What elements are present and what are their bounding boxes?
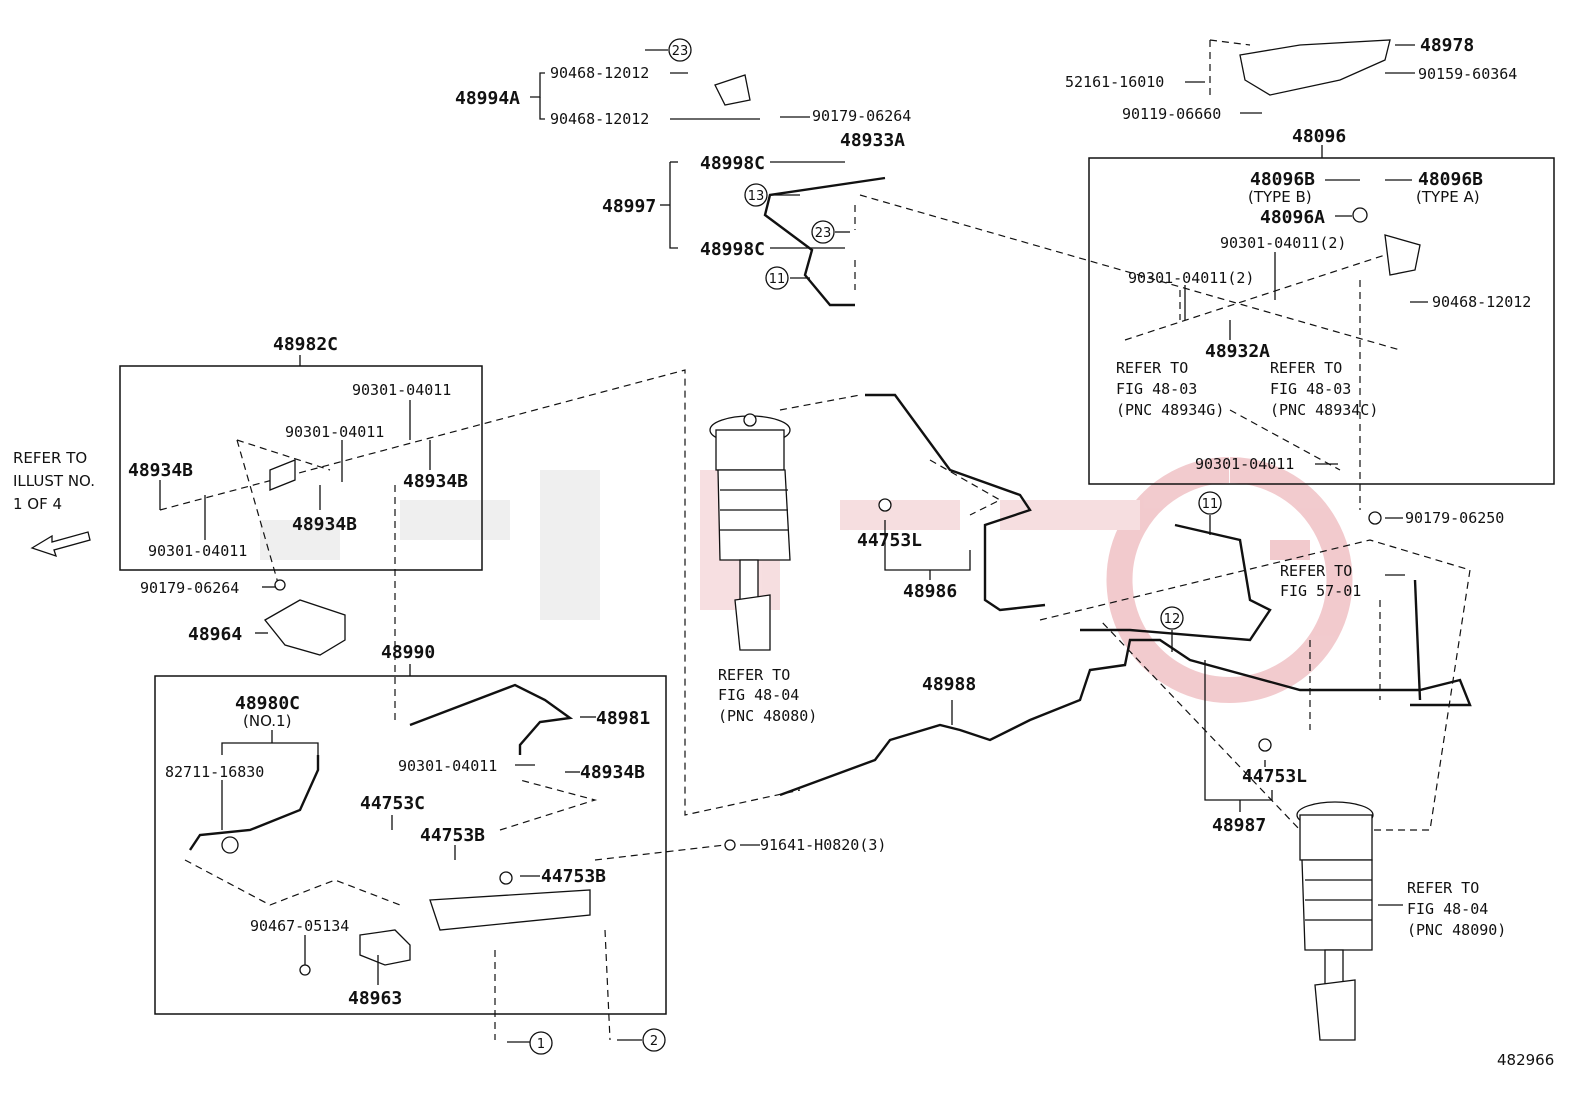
circle-13: 13	[748, 189, 765, 204]
label-90301-04011-l3: 90301-04011	[148, 542, 247, 560]
ref-48090-2: FIG 48-04	[1407, 900, 1488, 918]
label-90179-06264-l: 90179-06264	[140, 579, 239, 597]
ref-48934G-1: REFER TO	[1116, 359, 1188, 377]
ref-48080-3: (PNC 48080)	[718, 707, 817, 725]
label-90301-04011-2a: 90301-04011(2)	[1220, 234, 1346, 252]
label-90468-12012-b: 90468-12012	[550, 110, 649, 128]
callout-numbers: 23 13 23 11 11 12 1 2	[537, 44, 1218, 1052]
circle-23b: 23	[815, 226, 832, 241]
label-44753B-a: 44753B	[420, 825, 485, 846]
ref-illust-1: REFER TO	[13, 449, 87, 467]
rear-strut-right	[1296, 801, 1374, 1041]
circle-1: 1	[537, 1037, 545, 1052]
small-parts	[221, 39, 1421, 976]
label-44753C: 44753C	[360, 793, 425, 814]
circle-23a: 23	[672, 44, 689, 59]
label-90119-06660: 90119-06660	[1122, 105, 1221, 123]
circle-12: 12	[1164, 612, 1181, 627]
label-48934B-r: 48934B	[403, 471, 468, 492]
label-48963: 48963	[348, 988, 402, 1009]
label-48997: 48997	[602, 196, 656, 217]
ref-48080-1: REFER TO	[718, 666, 790, 684]
circle-11a: 11	[769, 272, 786, 287]
label-52161-16010: 52161-16010	[1065, 73, 1164, 91]
label-44753B-b: 44753B	[541, 866, 606, 887]
label-48934B-b: 48934B	[580, 762, 645, 783]
front-strut-left	[709, 413, 791, 651]
label-48988: 48988	[922, 674, 976, 695]
label-90179-06264-top: 90179-06264	[812, 107, 911, 125]
callout-circles	[529, 38, 1222, 1055]
ref-57-2: FIG 57-01	[1280, 582, 1361, 600]
label-91641-H0820: 91641-H0820(3)	[760, 836, 886, 854]
label-48994A: 48994A	[455, 88, 520, 109]
label-type-a: (TYPE A)	[1416, 188, 1480, 206]
label-48096B-b: 48096B	[1250, 169, 1315, 190]
label-type-b: (TYPE B)	[1248, 188, 1312, 206]
ref-48934C-1: REFER TO	[1270, 359, 1342, 377]
reference-notes: REFER TO ILLUST NO. 1 OF 4 REFER TO FIG …	[13, 359, 1506, 939]
label-48096: 48096	[1292, 126, 1346, 147]
label-48096A: 48096A	[1260, 207, 1325, 228]
label-48987: 48987	[1212, 815, 1266, 836]
label-48978: 48978	[1420, 35, 1474, 56]
ref-48934C-3: (PNC 48934C)	[1270, 401, 1378, 419]
ref-48090-3: (PNC 48090)	[1407, 921, 1506, 939]
label-48990: 48990	[381, 642, 435, 663]
dashed-guides	[159, 39, 1471, 1041]
label-48934B-m: 48934B	[292, 514, 357, 535]
arrow-left-icon	[30, 531, 91, 558]
diagram-id: 482966	[1497, 1051, 1554, 1069]
ref-57-1: REFER TO	[1280, 562, 1352, 580]
ref-48934G-3: (PNC 48934G)	[1116, 401, 1224, 419]
pipes	[189, 176, 1472, 851]
label-90159-60364: 90159-60364	[1418, 65, 1517, 83]
label-48980C: 48980C	[235, 693, 300, 714]
label-48998C-b: 48998C	[700, 239, 765, 260]
label-90301-04011-l2: 90301-04011	[285, 423, 384, 441]
ref-illust-3: 1 OF 4	[13, 495, 62, 513]
leader-lines	[159, 44, 1428, 1043]
label-48981: 48981	[596, 708, 650, 729]
label-48933A: 48933A	[840, 130, 905, 151]
label-44753L-l: 44753L	[857, 530, 922, 551]
label-90301-04011-r: 90301-04011	[1195, 455, 1294, 473]
ref-48080-2: FIG 48-04	[718, 686, 799, 704]
label-90301-04011-b: 90301-04011	[398, 757, 497, 775]
ref-48934G-2: FIG 48-03	[1116, 380, 1197, 398]
label-48934B-l: 48934B	[128, 460, 193, 481]
label-48096B-a: 48096B	[1418, 169, 1483, 190]
label-48964: 48964	[188, 624, 242, 645]
label-48932A: 48932A	[1205, 341, 1270, 362]
label-90301-04011-l1: 90301-04011	[352, 381, 451, 399]
label-90179-06250: 90179-06250	[1405, 509, 1504, 527]
box-48982C	[119, 365, 483, 571]
part-labels: 48994A 90468-12012 90468-12012 90179-062…	[128, 35, 1531, 1009]
circle-2: 2	[650, 1034, 658, 1049]
ref-48090-1: REFER TO	[1407, 879, 1479, 897]
label-90468-12012-r: 90468-12012	[1432, 293, 1531, 311]
label-48982C: 48982C	[273, 334, 338, 355]
ref-48934C-2: FIG 48-03	[1270, 380, 1351, 398]
label-82711-16830: 82711-16830	[165, 763, 264, 781]
label-no1: (NO.1)	[243, 712, 291, 730]
label-48986: 48986	[903, 581, 957, 602]
label-90468-12012-a: 90468-12012	[550, 64, 649, 82]
circle-11b: 11	[1202, 497, 1219, 512]
label-44753L-r: 44753L	[1242, 766, 1307, 787]
label-90301-04011-2b: 90301-04011(2)	[1128, 269, 1254, 287]
ref-illust-2: ILLUST NO.	[13, 472, 95, 490]
label-48998C-a: 48998C	[700, 153, 765, 174]
label-90467-05134: 90467-05134	[250, 917, 349, 935]
